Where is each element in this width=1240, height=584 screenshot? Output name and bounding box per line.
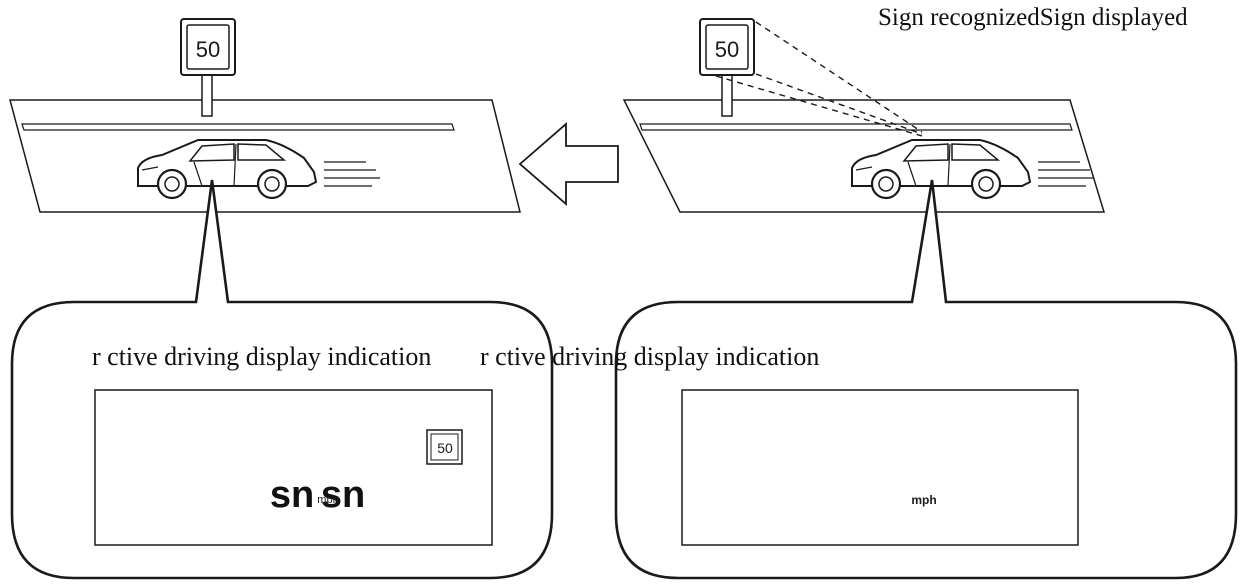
display-sign-icon (426, 429, 463, 465)
detection-line-middle (755, 73, 923, 135)
speed-sign-border (705, 24, 749, 70)
sign-post (201, 73, 213, 117)
speed-sign (699, 18, 755, 76)
display-speed-left: sn (270, 474, 314, 516)
detection-line-upper (755, 21, 923, 133)
lane-marking (21, 123, 455, 131)
right-scene: 50 (622, 18, 1106, 213)
driving-display-left (94, 389, 493, 546)
display-unit-right: mph (911, 493, 936, 507)
display-unit-left: mph (317, 494, 338, 506)
arrow-left-icon (518, 122, 619, 206)
display-indication-caption-left: r ctive driving display indication (92, 342, 432, 371)
sign-status-caption: Sign recognizedSign displayed (878, 4, 1188, 31)
display-indication-caption-right: r ctive driving display indication (480, 342, 820, 371)
speed-sign-border (186, 24, 230, 70)
detection-line-lower (715, 75, 923, 137)
display-sign-icon-value: 50 (437, 440, 453, 456)
lane-marking (639, 123, 1073, 131)
speed-sign-value: 50 (715, 37, 739, 62)
display-sign-icon-border (430, 433, 459, 461)
speed-sign-value: 50 (196, 37, 220, 62)
display-speed-right: sn (321, 474, 365, 516)
speed-sign (180, 18, 236, 76)
left-scene: 50 (9, 18, 521, 213)
driving-display-right (681, 389, 1079, 546)
road-surface (622, 99, 1106, 213)
